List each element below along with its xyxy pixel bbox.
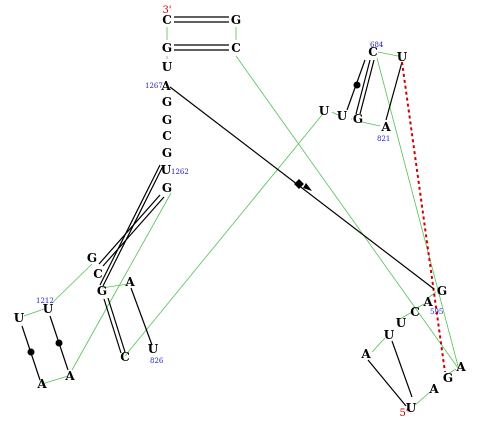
pair-circle-icon [27, 348, 35, 356]
nucleotide: U [161, 163, 172, 177]
nucleotide: A [422, 295, 433, 309]
nucleotide: C [93, 267, 103, 281]
nucleotide: G [231, 13, 241, 27]
three-prime-end: 3' [162, 5, 171, 16]
nucleotide: U [162, 60, 173, 74]
nucleotide: A [428, 382, 439, 396]
arrow-head-icon [303, 183, 312, 191]
nucleotide: G [437, 284, 447, 298]
residue-number: 684 [370, 41, 384, 49]
nucleotide: C [231, 41, 241, 55]
nucleotide: U [43, 302, 54, 316]
nucleotide: U [406, 401, 417, 415]
nucleotide: A [36, 377, 47, 391]
residue-number: 1267 [145, 82, 163, 90]
nucleotide: U [14, 311, 25, 325]
pair-square-icon [294, 179, 304, 189]
nucleotide: G [162, 181, 172, 195]
nucleotide: G [162, 113, 172, 127]
nucleotide: C [162, 129, 172, 143]
nucleotide: A [380, 120, 391, 134]
nucleotide: G [162, 41, 172, 55]
nucleotide: A [455, 360, 466, 374]
pair-glyphs [27, 81, 361, 356]
nucleotide: A [160, 79, 171, 93]
strand-ends: 3' 5' [162, 5, 408, 419]
pair-circle-icon [353, 81, 361, 89]
nucleotide: G [97, 284, 107, 298]
nucleotide: U [396, 316, 407, 330]
nucleotide: C [368, 45, 378, 59]
nucleotide: C [162, 13, 172, 27]
nucleotide: A [124, 275, 135, 289]
nucleotide: G [443, 371, 453, 385]
nucleotide: U [337, 109, 348, 123]
five-prime-end: 5' [399, 408, 408, 419]
nucleotide: G [162, 146, 172, 160]
nucleotide: C [410, 305, 420, 319]
nucleotide: U [384, 328, 395, 342]
residue-number: 821 [377, 135, 390, 143]
nucleotide: G [87, 251, 97, 265]
nucleotide: U [397, 50, 408, 64]
residue-numbers: 1267 1262 1212 826 684 821 595 [36, 41, 443, 365]
backbone-connections [23, 27, 459, 407]
nucleotide: A [360, 347, 371, 361]
residue-number: 595 [430, 308, 443, 316]
residue-number: 1212 [36, 297, 54, 305]
nucleotide: G [162, 95, 172, 109]
nucleotide: U [148, 342, 159, 356]
residue-number: 826 [150, 357, 164, 365]
nucleotide: U [319, 104, 330, 118]
nucleotide: G [353, 112, 363, 126]
nucleotide: C [120, 350, 130, 364]
nucleotide-labels: C G G C U A G G C G U G C U U U G A G C … [14, 13, 467, 415]
residue-number: 1262 [171, 168, 189, 176]
nucleotide: A [64, 369, 75, 383]
pair-circle-icon [55, 339, 63, 347]
